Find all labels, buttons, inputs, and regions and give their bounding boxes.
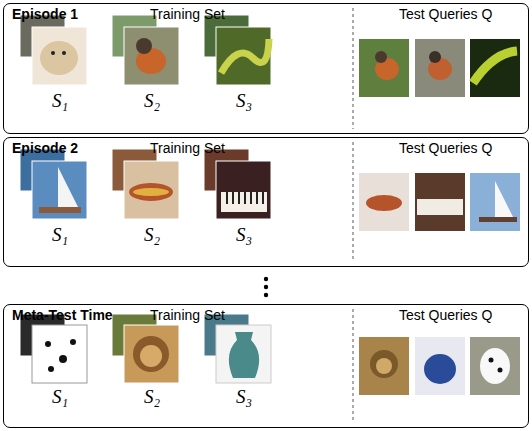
set-label: S₂ bbox=[144, 387, 160, 408]
episode-images bbox=[20, 8, 520, 129]
set-label: S₁ bbox=[52, 387, 68, 408]
continuation-dots bbox=[264, 277, 268, 297]
episode-images bbox=[20, 309, 520, 423]
episode-panel: Episode 2 Training Set Test Queries Q S₁ S₂ S… bbox=[3, 137, 529, 267]
section-heading: Test Queries Q bbox=[399, 141, 492, 156]
section-heading: Training Set bbox=[150, 141, 225, 156]
section-heading: Test Queries Q bbox=[399, 7, 492, 22]
episode-heading: Episode 2 bbox=[12, 141, 78, 156]
episode-heading: Meta-Test Time bbox=[12, 308, 113, 323]
set-label: S₁ bbox=[52, 91, 68, 112]
episode-panel: Episode 1 Training Set Test Queries Q S₁ S₂ S… bbox=[3, 3, 529, 134]
episode-panel: Meta-Test Time Training Set Test Queries Q… bbox=[3, 304, 529, 428]
set-label: S₃ bbox=[236, 91, 252, 112]
set-label: S₃ bbox=[236, 225, 252, 246]
episode-images bbox=[20, 142, 520, 262]
episode-heading: Episode 1 bbox=[12, 7, 78, 22]
section-heading: Training Set bbox=[150, 7, 225, 22]
set-label: S₁ bbox=[52, 225, 68, 246]
section-heading: Test Queries Q bbox=[399, 308, 492, 323]
section-heading: Training Set bbox=[150, 308, 225, 323]
set-label: S₂ bbox=[144, 225, 160, 246]
set-label: S₂ bbox=[144, 91, 160, 112]
set-label: S₃ bbox=[236, 387, 252, 408]
